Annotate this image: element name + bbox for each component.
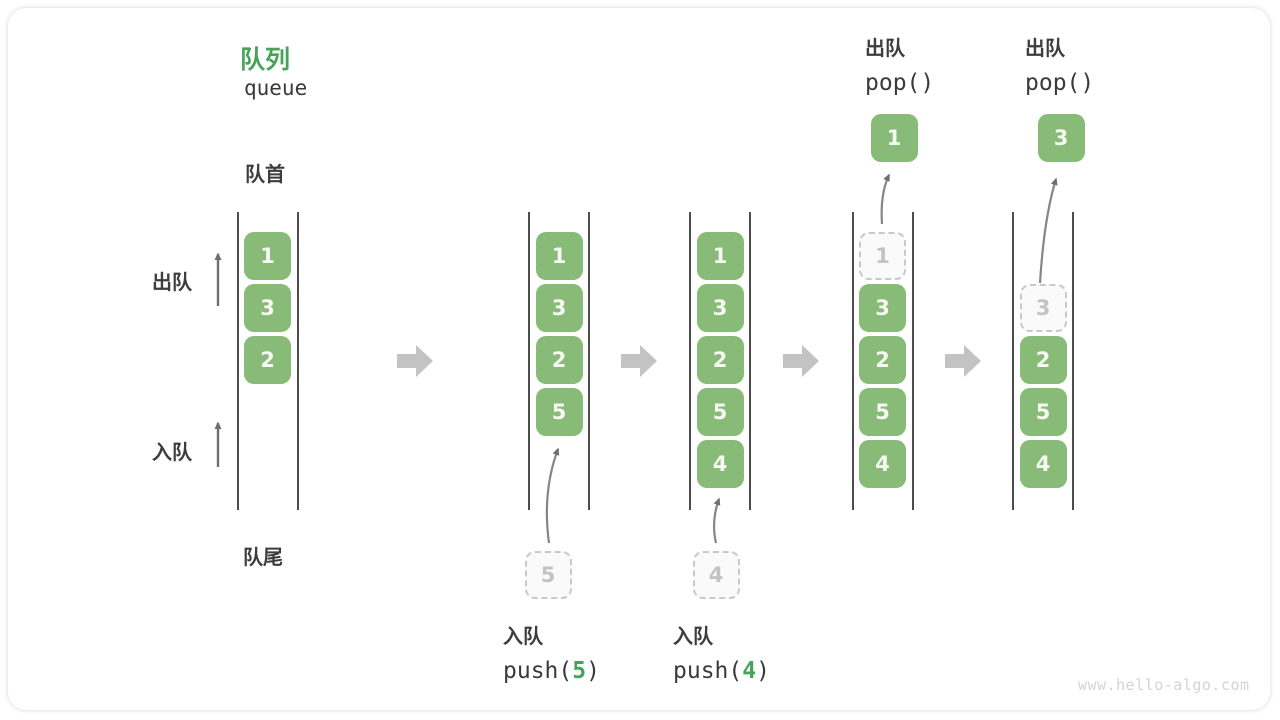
queue-item: 2 <box>859 336 906 384</box>
enqueue-side-label: 入队 <box>152 440 192 464</box>
queue-item: 3 <box>535 284 583 332</box>
popped-item: 1 <box>870 114 918 162</box>
queue-item: 2 <box>535 336 583 384</box>
queue-item: 1 <box>696 232 744 280</box>
queue-item: 5 <box>535 388 583 436</box>
queue-item: 3 <box>859 284 906 332</box>
queue-item: 5 <box>1019 388 1067 436</box>
queue-channel-4 <box>851 212 914 510</box>
queue-item: 1 <box>535 232 583 280</box>
queue-item: 3 <box>696 284 744 332</box>
pop-operation-label: 出队 pop() <box>865 32 934 96</box>
queue-channel-1 <box>236 212 299 510</box>
push-label-zh: 入队 <box>503 624 543 648</box>
queue-channel-5 <box>1012 212 1074 510</box>
pop-code: pop() <box>1025 70 1095 96</box>
queue-channel-3 <box>689 212 751 510</box>
pop-label-zh: 出队 <box>865 36 905 60</box>
push-label-zh: 入队 <box>673 624 713 648</box>
queue-channel-2 <box>528 212 590 510</box>
queue-item: 5 <box>859 388 906 436</box>
push-code: push(4) <box>673 658 770 684</box>
push-code: push(5) <box>503 658 600 684</box>
push-operation-label: 入队 push(4) <box>673 620 770 684</box>
queue-front-label: 队首 <box>245 162 285 186</box>
queue-rear-label: 队尾 <box>243 545 283 569</box>
watermark: www.hello-algo.com <box>1078 676 1250 694</box>
pop-operation-label: 出队 pop() <box>1025 32 1094 96</box>
queue-item-removed: 3 <box>1019 284 1067 332</box>
queue-item: 2 <box>1019 336 1067 384</box>
pop-code: pop() <box>865 70 935 96</box>
queue-item: 2 <box>244 336 291 384</box>
queue-item: 4 <box>1019 440 1067 488</box>
staged-item: 5 <box>524 551 572 599</box>
queue-item: 4 <box>859 440 906 488</box>
figure-title-zh: 队列 <box>240 45 291 74</box>
popped-item: 3 <box>1037 114 1085 162</box>
figure-title-en: queue <box>244 76 308 100</box>
push-operation-label: 入队 push(5) <box>503 620 600 684</box>
queue-item: 5 <box>696 388 744 436</box>
queue-item: 3 <box>244 284 291 332</box>
figure-card: 队列 queue 队首 队尾 出队 入队 www.hello-algo.com <box>8 8 1270 710</box>
queue-item: 4 <box>696 440 744 488</box>
queue-item: 1 <box>244 232 291 280</box>
queue-item: 2 <box>696 336 744 384</box>
staged-item: 4 <box>692 551 740 599</box>
queue-item-removed: 1 <box>859 232 906 280</box>
dequeue-side-label: 出队 <box>152 270 192 294</box>
pop-label-zh: 出队 <box>1025 36 1065 60</box>
